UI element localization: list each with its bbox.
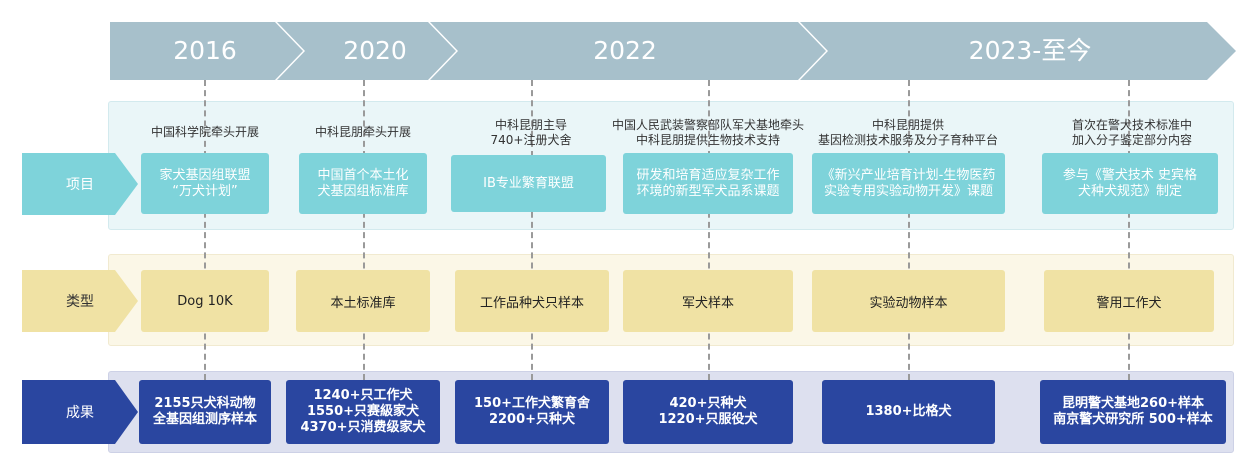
type-box: 警用工作犬 [1044, 270, 1214, 332]
row-label-type: 类型 [66, 294, 94, 310]
project-box: 中国首个本土化 犬基因组标准库 [299, 153, 427, 214]
project-box: IB专业繁育联盟 [451, 155, 606, 212]
row-label-project: 项目 [66, 177, 94, 193]
column-divider [1128, 80, 1130, 380]
result-box: 420+只种犬 1220+只服役犬 [623, 380, 793, 444]
type-box: 军犬样本 [623, 270, 793, 332]
year-label-2022: 2022 [593, 36, 657, 65]
timeline-segment-2023 [800, 22, 1236, 80]
year-label-2020: 2020 [343, 36, 407, 65]
type-box: 实验动物样本 [812, 270, 1005, 332]
type-box: 本土标准库 [296, 270, 430, 332]
timeline-segment-2020 [277, 22, 456, 80]
project-box: 参与《警犬技术 史宾格 犬种犬规范》制定 [1042, 153, 1218, 214]
project-note: 中科昆朋主导 740+注册犬舍 [490, 118, 572, 147]
row-label-result: 成果 [66, 405, 94, 421]
column-divider [708, 80, 710, 380]
project-box: 《新兴产业培育计划-生物医药 实验专用实验动物开发》课题 [812, 153, 1005, 214]
result-box: 150+工作犬繁育舍 2200+只种犬 [455, 380, 609, 444]
result-box: 2155只犬科动物 全基因组测序样本 [139, 380, 271, 444]
project-note: 中国科学院牵头开展 [150, 125, 260, 139]
project-note: 首次在警犬技术标准中 加入分子鉴定部分内容 [1071, 118, 1193, 147]
column-divider [908, 80, 910, 380]
timeline-segment-2016 [110, 22, 303, 80]
project-box: 家犬基因组联盟 “万犬计划” [141, 153, 269, 214]
project-note: 中科昆朋牵头开展 [314, 125, 412, 139]
project-note: 中国人民武装警察部队军犬基地牵头 中科昆朋提供生物技术支持 [611, 118, 805, 147]
project-box: 研发和培育适应复杂工作 环境的新型军犬品系课题 [623, 153, 793, 214]
column-divider [204, 80, 206, 380]
result-box: 昆明警犬基地260+样本 南京警犬研究所 500+样本 [1040, 380, 1226, 444]
column-divider [363, 80, 365, 380]
row-label-arrow-project [22, 153, 138, 215]
row-label-arrow-result [22, 380, 138, 444]
project-note: 中科昆朋提供 基因检测技术服务及分子育种平台 [817, 118, 999, 147]
result-box: 1380+比格犬 [822, 380, 995, 444]
result-box: 1240+只工作犬 1550+只赛級家犬 4370+只消费级家犬 [286, 380, 440, 444]
year-label-2016: 2016 [173, 36, 237, 65]
timeline-segment-2022 [430, 22, 826, 80]
year-label-2023: 2023-至今 [968, 36, 1092, 65]
row-label-arrow-type [22, 270, 138, 332]
column-divider [531, 80, 533, 380]
type-box: 工作品种犬只样本 [455, 270, 609, 332]
type-box: Dog 10K [141, 270, 269, 332]
